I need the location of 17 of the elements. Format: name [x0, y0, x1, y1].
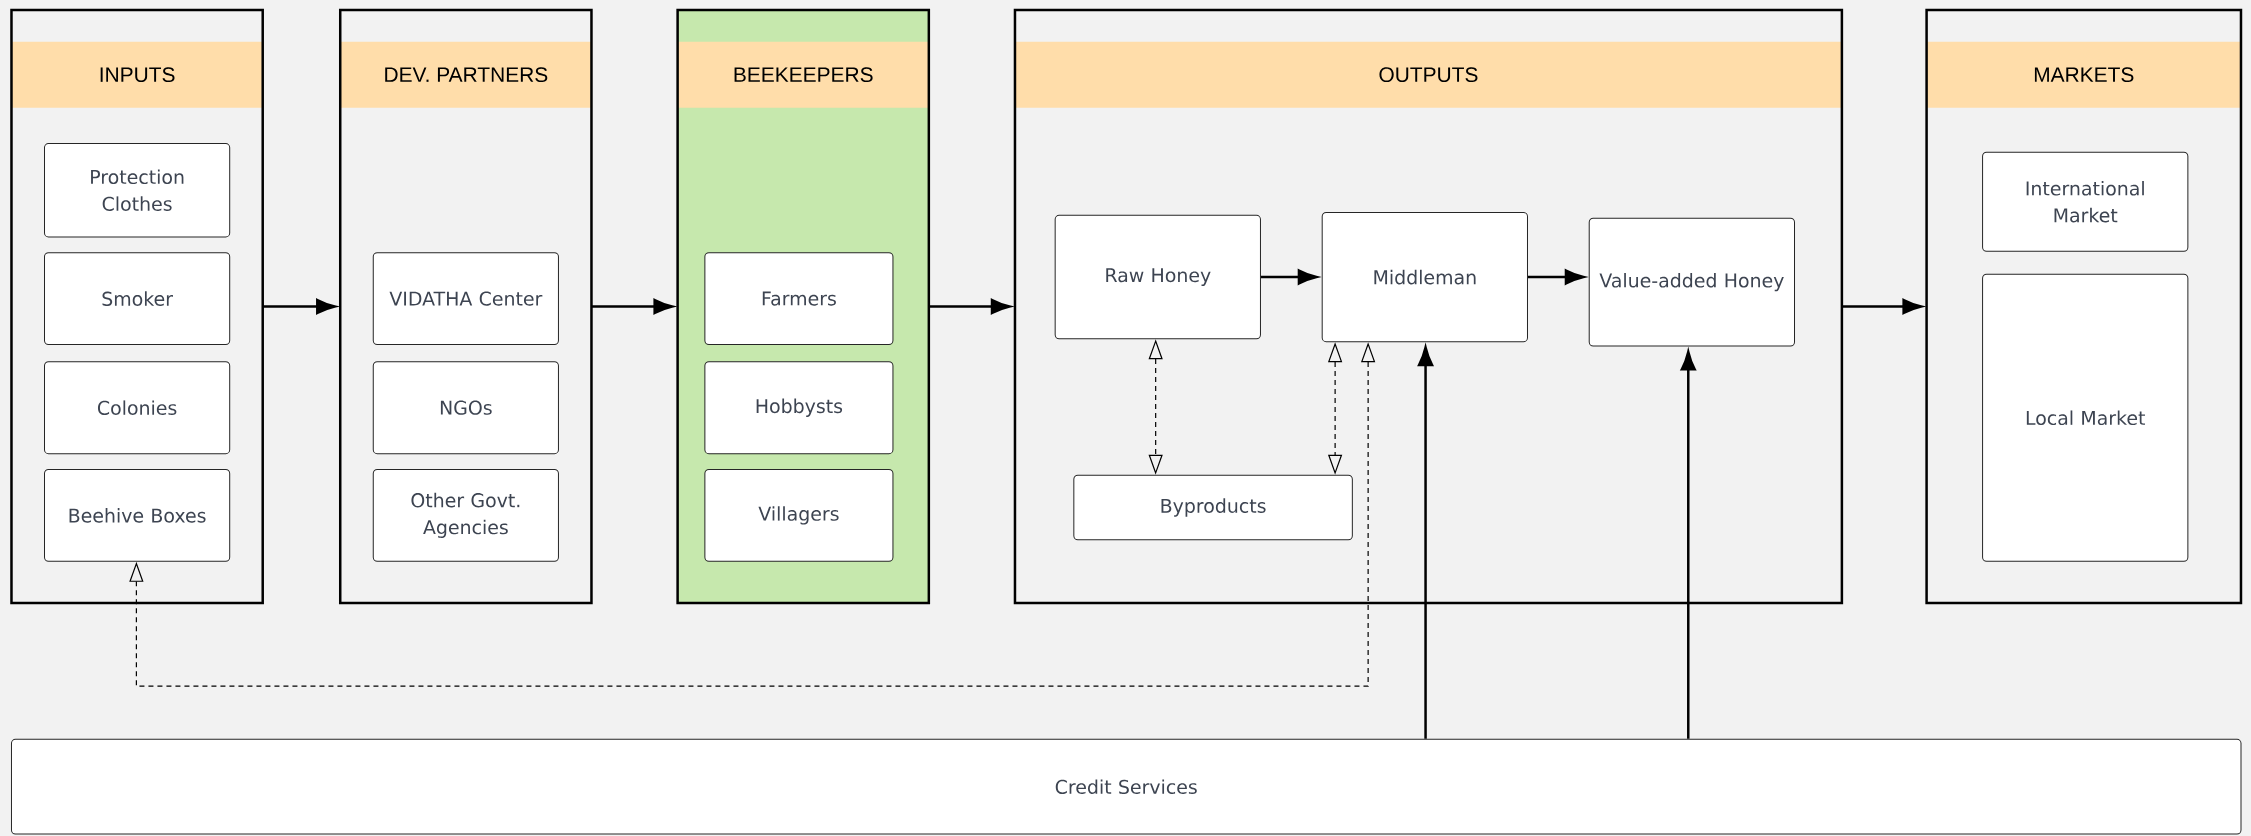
process-box: Hobbysts: [704, 361, 894, 455]
process-box: Byproducts: [1073, 474, 1353, 541]
process-box: Raw Honey: [1054, 214, 1261, 340]
process-box: Farmers: [704, 252, 894, 346]
process-box: NGOs: [372, 361, 559, 455]
process-box: VIDATHA Center: [372, 252, 559, 346]
process-box: Smoker: [44, 252, 231, 346]
process-box: Value-added Honey: [1588, 217, 1795, 347]
process-box: Colonies: [44, 361, 231, 455]
process-box: Beehive Boxes: [44, 468, 231, 562]
process-box: Protection Clothes: [44, 143, 231, 238]
process-box: Other Govt. Agencies: [372, 468, 559, 562]
process-box: Credit Services: [10, 738, 2242, 835]
process-box: Villagers: [704, 468, 894, 562]
process-box: International Market: [1982, 151, 2189, 252]
process-box: Local Market: [1982, 273, 2189, 562]
process-box: Middleman: [1321, 211, 1528, 343]
